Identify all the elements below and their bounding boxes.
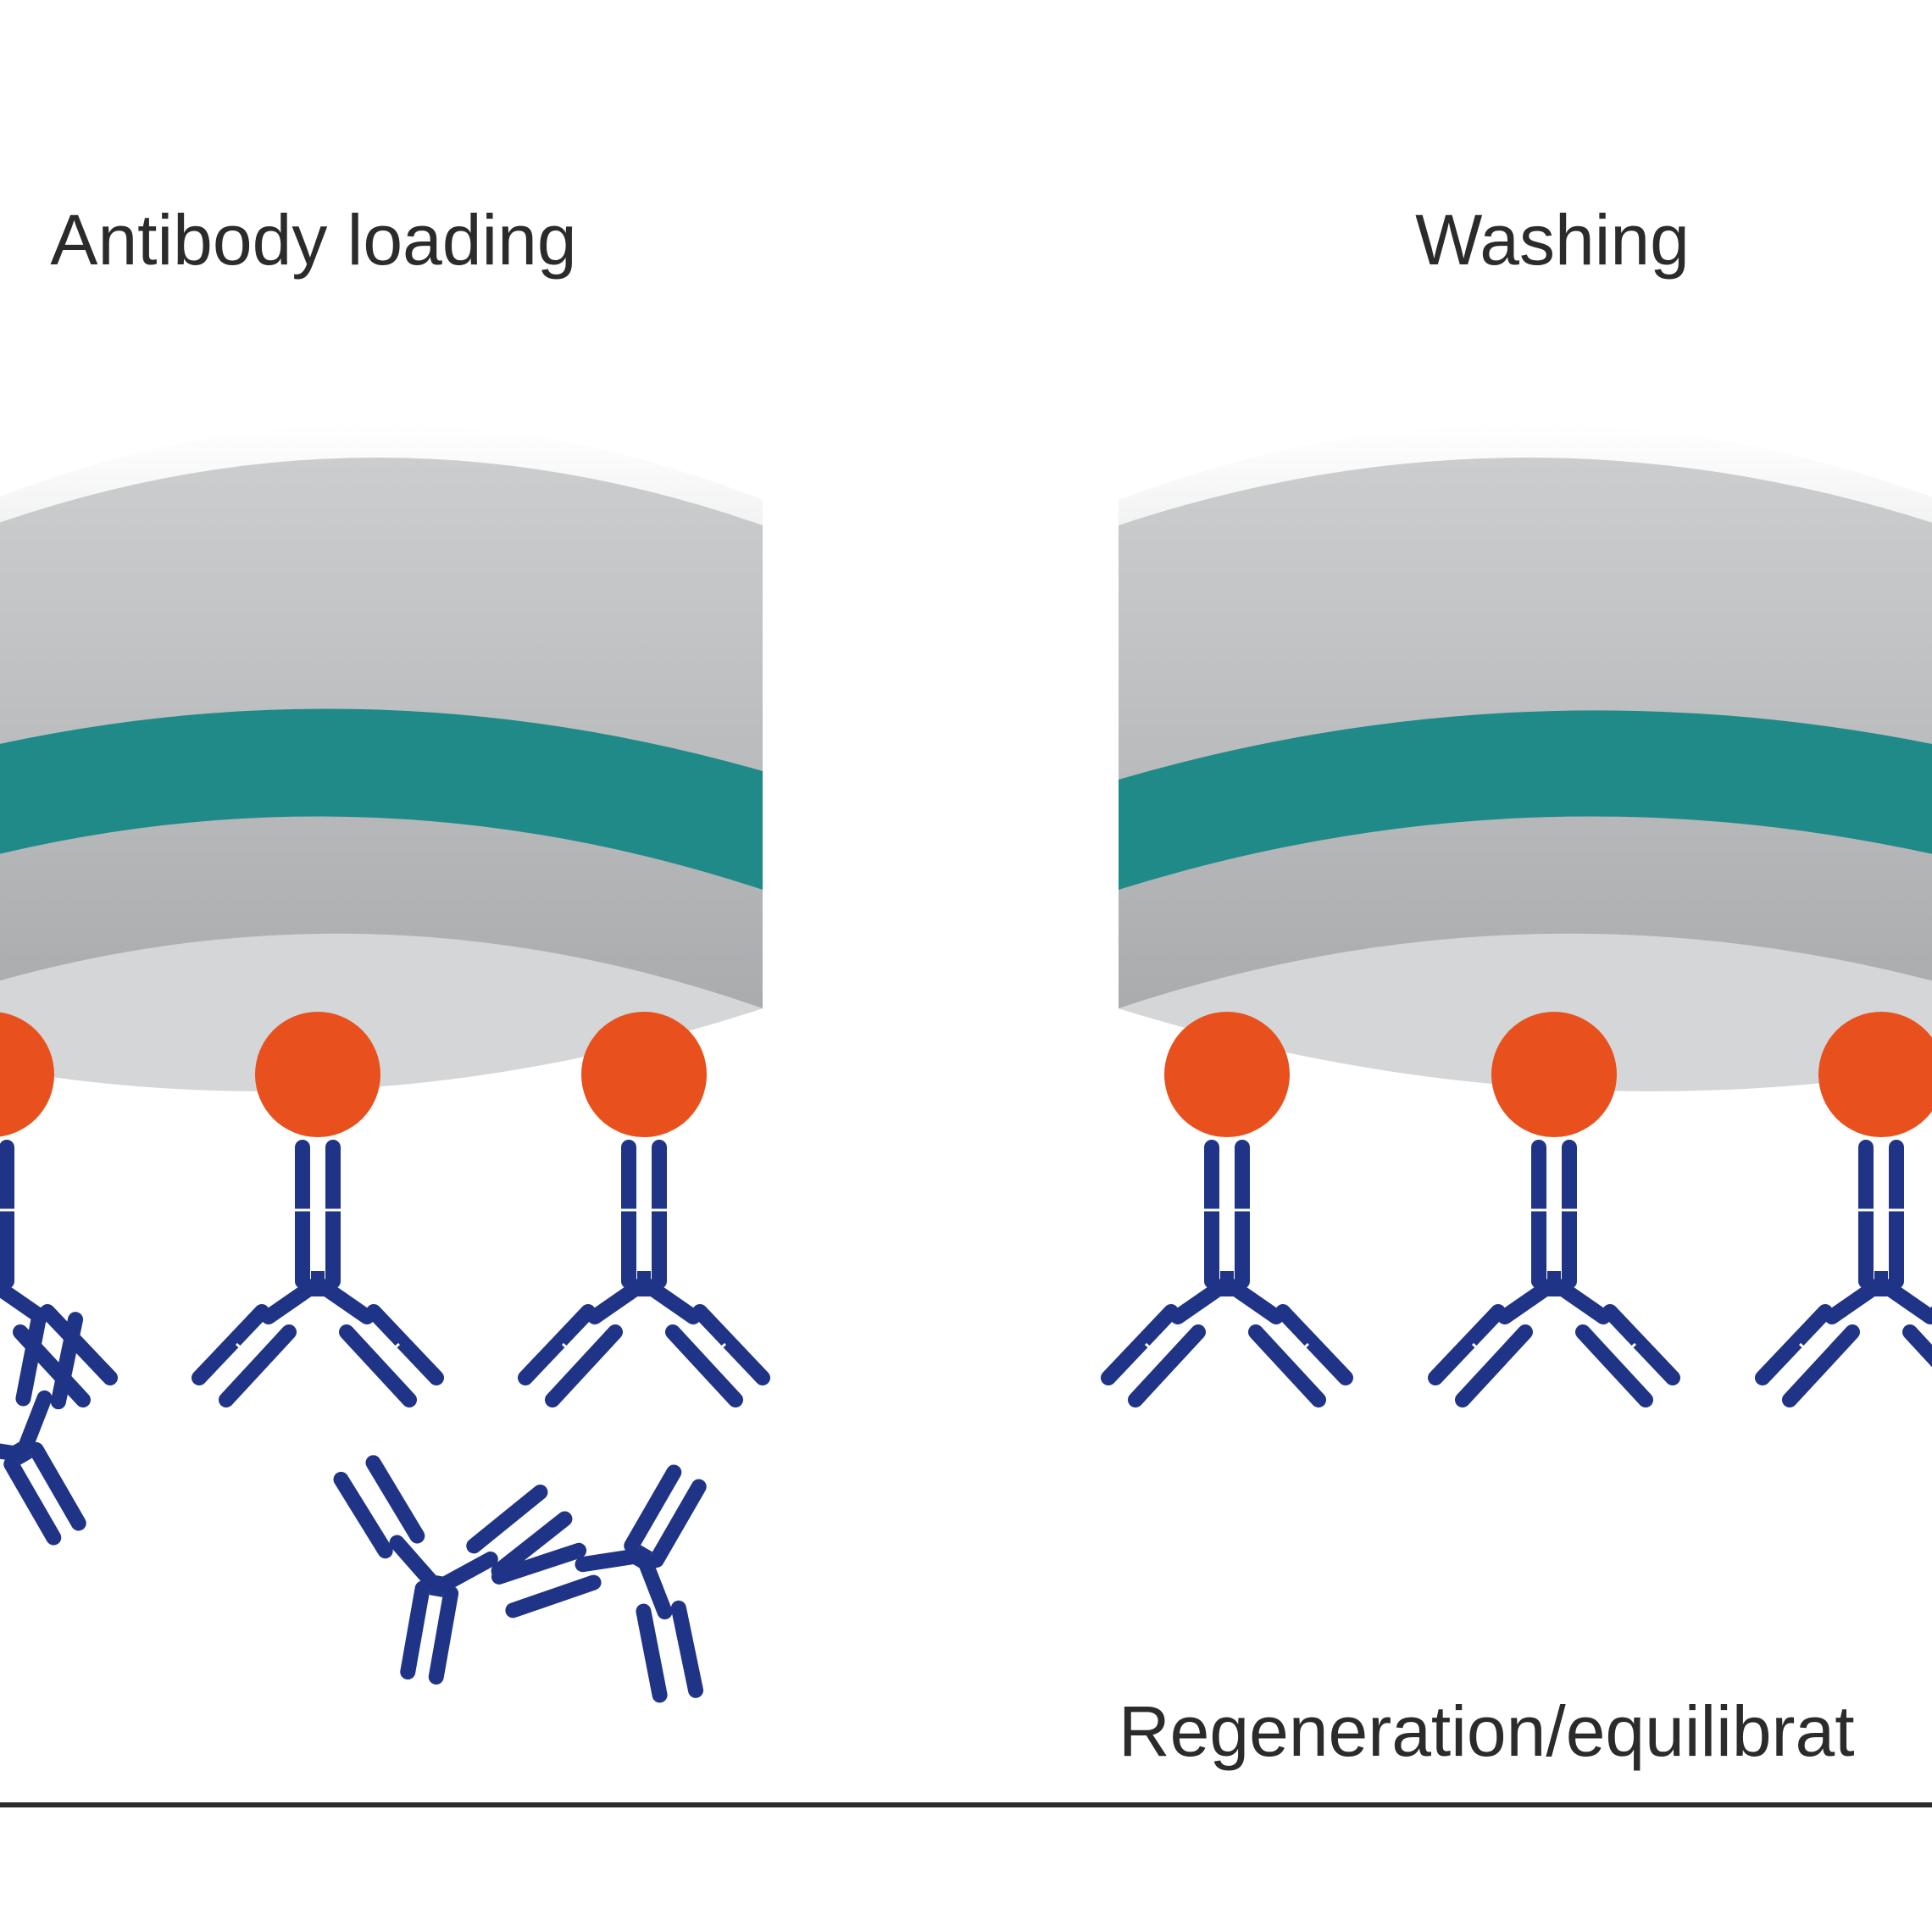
bound-antibody-icon — [1108, 1147, 1932, 1400]
biosensor-tip-icon — [1119, 424, 1932, 1091]
capture-bead-icon — [1164, 1012, 1932, 1137]
biosensor-tip-icon — [0, 424, 763, 1091]
bound-antibody-icon — [0, 1147, 763, 1400]
free-antibody-icon — [0, 1301, 785, 1710]
regeneration-label: Regeneration/equilibrat — [1119, 1691, 1855, 1771]
panel-title-antibody-loading: Antibody loading — [50, 200, 576, 280]
panel-title-washing: Washing — [1415, 200, 1690, 280]
capture-bead-icon — [0, 1012, 707, 1137]
